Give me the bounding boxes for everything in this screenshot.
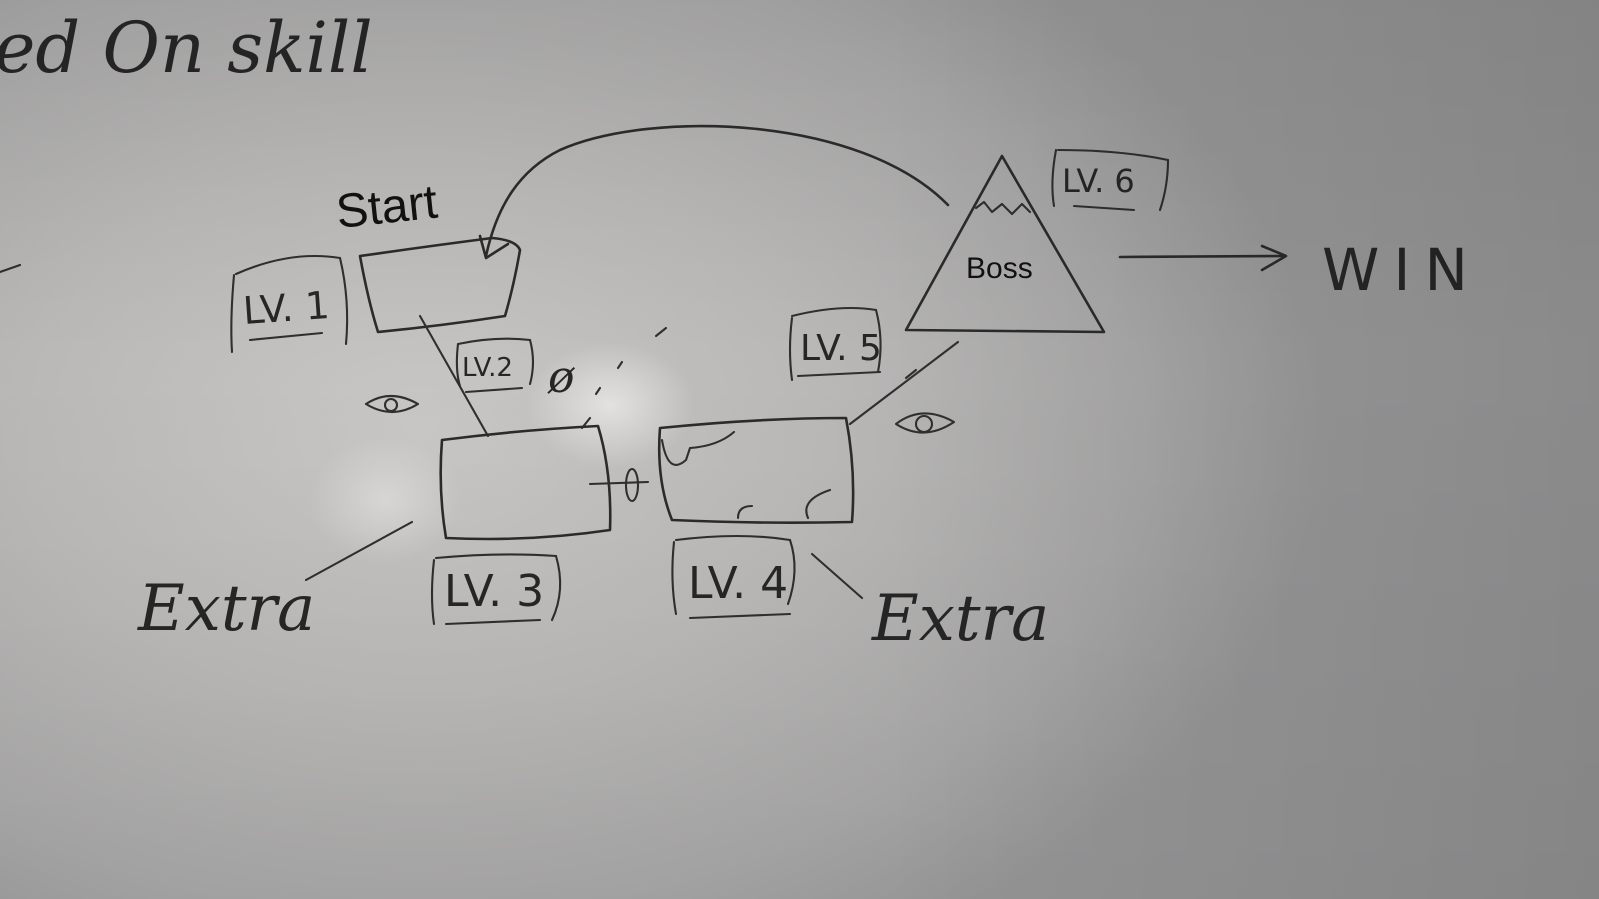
start-room bbox=[358, 236, 522, 334]
extra-left-label: Extra bbox=[137, 572, 315, 646]
path-room4-to-boss-tick bbox=[904, 368, 918, 380]
room4-inner-mark bbox=[736, 504, 754, 520]
room-3 bbox=[439, 424, 612, 541]
heading-partial: ed On skill bbox=[0, 7, 373, 89]
level-label-lv4: LV. 4 bbox=[688, 558, 788, 609]
room3-room4-connector bbox=[588, 480, 650, 486]
level-label-lv6: LV. 6 bbox=[1062, 162, 1135, 200]
start-label: Start bbox=[334, 176, 440, 239]
level-tag-lv2: LV.2 bbox=[455, 337, 535, 394]
path-start-to-room3 bbox=[418, 314, 490, 438]
win-arrow bbox=[1118, 254, 1286, 259]
extra-right-pointer bbox=[810, 552, 864, 600]
eye-icon bbox=[894, 412, 956, 434]
room4-inner-mark bbox=[805, 488, 832, 520]
level-tag-lv3: LV. 3 bbox=[430, 553, 562, 626]
stray-mark bbox=[0, 263, 22, 274]
boss-label: Boss bbox=[966, 252, 1033, 285]
level-label-lv3: LV. 3 bbox=[444, 566, 544, 617]
blocked-symbol: ø bbox=[547, 352, 576, 403]
level-label-lv1: LV. 1 bbox=[242, 283, 331, 333]
dash-4 bbox=[654, 326, 668, 338]
win-arrowhead bbox=[1260, 244, 1288, 272]
path-room4-to-boss bbox=[848, 340, 960, 426]
dash-3 bbox=[616, 360, 624, 370]
level-tag-lv4: LV. 4 bbox=[671, 534, 796, 620]
win-label: WIN bbox=[1322, 236, 1482, 304]
room4-inner-mark bbox=[660, 430, 736, 466]
eye-icon bbox=[364, 394, 420, 414]
boss-mountain: Boss bbox=[904, 154, 1106, 334]
level-label-lv5: LV. 5 bbox=[800, 328, 882, 369]
room-4 bbox=[657, 416, 855, 524]
dash-2 bbox=[594, 386, 602, 396]
level-tag-lv1: LV. 1 bbox=[230, 254, 349, 354]
extra-left-pointer bbox=[304, 520, 414, 582]
return-arrowhead bbox=[478, 234, 510, 260]
level-tag-lv5: LV. 5 bbox=[788, 306, 882, 382]
return-arrow bbox=[484, 124, 950, 258]
extra-right-label: Extra bbox=[871, 582, 1049, 656]
level-label-lv2: LV.2 bbox=[462, 353, 513, 383]
level-tag-lv6: LV. 6 bbox=[1051, 148, 1170, 212]
connector-lock-icon bbox=[624, 467, 640, 503]
